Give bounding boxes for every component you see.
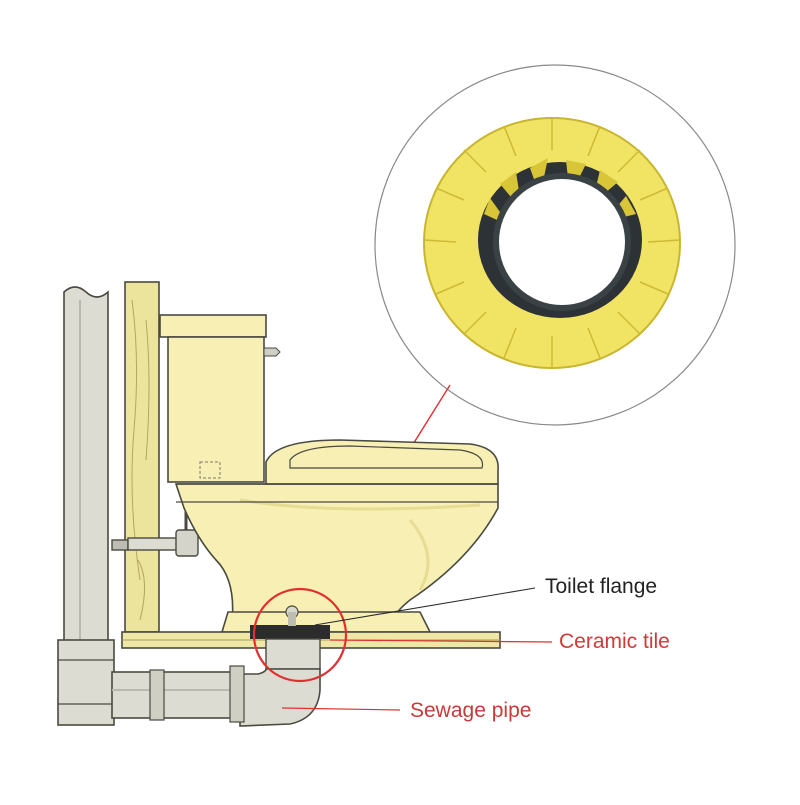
magnifier-inset bbox=[374, 64, 736, 426]
supply-line bbox=[111, 488, 199, 557]
wax-ring-seams bbox=[423, 118, 681, 368]
pipe-coupling bbox=[57, 639, 115, 726]
wall bbox=[124, 281, 160, 633]
wax-ring-hole bbox=[493, 173, 631, 311]
tank-lid bbox=[159, 314, 267, 338]
sewage-elbow bbox=[239, 668, 321, 727]
vent-pipe bbox=[57, 286, 115, 726]
leader-ceramic-tile bbox=[329, 639, 553, 643]
tank-body bbox=[167, 336, 265, 483]
sewage-pipe-label: Sewage pipe bbox=[410, 699, 532, 722]
toilet-flange bbox=[250, 625, 330, 639]
toilet-bowl bbox=[174, 439, 499, 633]
flange-assembly bbox=[250, 605, 330, 670]
leader-sewage-pipe bbox=[281, 707, 401, 711]
wall-stud bbox=[124, 281, 160, 633]
wax-ring-icon bbox=[423, 117, 681, 369]
seat-lid bbox=[289, 445, 484, 469]
flange-throat bbox=[265, 638, 321, 670]
horizontal-drain bbox=[111, 671, 241, 719]
toilet-tank bbox=[159, 314, 281, 483]
vent-pipe-body bbox=[63, 286, 109, 646]
toilet-flange-label: Toilet flange bbox=[545, 575, 658, 598]
bowl-body bbox=[174, 483, 499, 623]
leader-toilet-flange bbox=[314, 587, 536, 626]
sewage-pipe bbox=[111, 665, 321, 727]
ceramic-tile-label: Ceramic tile bbox=[559, 630, 670, 653]
focus-circle bbox=[252, 587, 348, 683]
flush-handle bbox=[263, 347, 281, 357]
